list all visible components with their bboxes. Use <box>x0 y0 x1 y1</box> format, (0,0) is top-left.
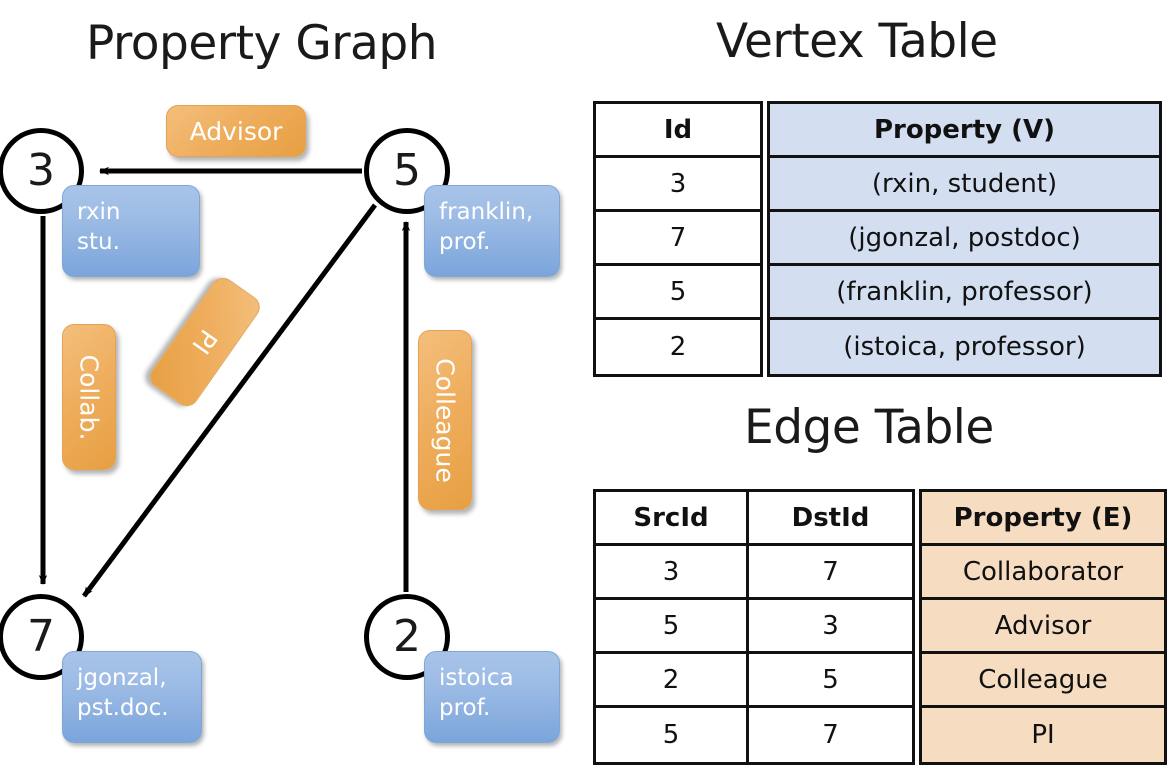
vertex-table-property-column: Property (V) (rxin, student) (jgonzal, p… <box>767 101 1162 377</box>
table-row: 3 <box>596 158 760 212</box>
property-graph-diagram: 3 5 7 2 rxin stu. franklin, prof. jgonza… <box>0 0 585 760</box>
page-title-edge-table: Edge Table <box>744 400 994 455</box>
table-row: (rxin, student) <box>770 158 1159 212</box>
vertex-node-2[interactable]: 2 <box>364 594 450 680</box>
table-row: Collaborator <box>922 546 1164 600</box>
vertex-node-5[interactable]: 5 <box>364 128 450 214</box>
table-row: 5 <box>596 600 746 654</box>
table-row: Colleague <box>922 654 1164 708</box>
table-row: (istoica, professor) <box>843 332 1086 362</box>
vertex-table-id-column: Id 3 7 5 2 <box>593 101 763 377</box>
edge-label-advisor: Advisor <box>166 105 306 157</box>
vertex-table-header-id: Id <box>596 104 760 158</box>
table-row: 5 <box>596 266 760 320</box>
page-title-vertex-table: Vertex Table <box>716 14 998 69</box>
vertex-property-callout-franklin: franklin, prof. <box>424 185 560 277</box>
table-row: Advisor <box>922 600 1164 654</box>
table-row: 3 <box>596 546 746 600</box>
edge-table-property-column: Property (E) Collaborator Advisor Collea… <box>919 489 1167 765</box>
page-title-property-graph: Property Graph <box>86 16 438 71</box>
edge-label-collab: Collab. <box>62 324 116 470</box>
vertex-property-callout-rxin: rxin stu. <box>62 185 200 277</box>
edge-5-to-7-pi <box>81 203 378 598</box>
edge-table-header-dstid: DstId <box>749 492 912 546</box>
table-row: (jgonzal, postdoc) <box>770 212 1159 266</box>
edge-label-colleague: Colleague <box>418 330 472 510</box>
table-row: (franklin, professor) <box>770 266 1159 320</box>
edge-table-srcid-column: SrcId 3 5 2 5 <box>596 492 749 762</box>
table-row: 2 <box>596 654 746 708</box>
table-row: 3 <box>749 600 912 654</box>
graph-edges-svg <box>38 166 411 598</box>
edge-table-header-property: Property (E) <box>922 492 1164 546</box>
edge-label-advisor-text: Advisor <box>189 116 283 146</box>
edge-table-header-srcid: SrcId <box>596 492 746 546</box>
edge-label-colleague-text: Colleague <box>430 357 460 483</box>
vertex-table: Id 3 7 5 2 Property (V) (rxin, student) … <box>593 101 1162 377</box>
table-row: 7 <box>749 546 912 600</box>
edge-table: SrcId 3 5 2 5 DstId 7 3 5 7 Property (E)… <box>593 489 1167 765</box>
edge-label-collab-text: Collab. <box>74 354 104 440</box>
table-row: 2 <box>669 332 687 362</box>
vertex-property-callout-jgonzal: jgonzal, pst.doc. <box>62 651 202 743</box>
table-row: 7 <box>596 212 760 266</box>
table-row: 5 <box>662 720 680 750</box>
vertex-property-callout-istoica: istoica prof. <box>424 651 560 743</box>
vertex-table-header-property: Property (V) <box>770 104 1159 158</box>
table-row: 5 <box>749 654 912 708</box>
edge-table-id-columns: SrcId 3 5 2 5 DstId 7 3 5 7 <box>593 489 915 765</box>
table-row: 7 <box>822 720 839 750</box>
edge-table-dstid-column: DstId 7 3 5 7 <box>749 492 912 762</box>
edge-label-pi-text: PI <box>186 324 224 360</box>
table-row: PI <box>1031 720 1055 750</box>
